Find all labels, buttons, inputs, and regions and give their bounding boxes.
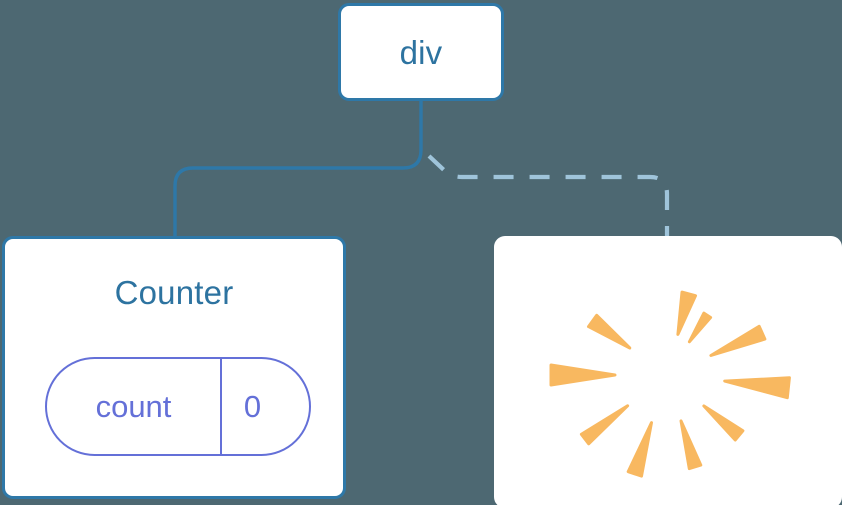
sparkle-ray-1 [687, 311, 713, 344]
edge-div-to-counter [173, 99, 423, 240]
sparkle-ray-4 [702, 404, 745, 442]
node-div[interactable]: div [338, 3, 504, 101]
state-pill-count[interactable]: count 0 [45, 357, 311, 456]
edge-div-to-sparkle [427, 154, 670, 238]
sparkle-ray-2 [709, 324, 767, 357]
sparkle-burst-icon [549, 290, 791, 478]
node-sparkle[interactable] [494, 236, 842, 505]
state-value-label: 0 [243, 389, 262, 424]
sparkle-ray-3 [723, 376, 791, 400]
node-counter-title: Counter [114, 274, 234, 311]
sparkle-ray-8 [549, 363, 617, 387]
node-counter[interactable]: Counter count 0 [2, 236, 346, 499]
node-div-title: div [399, 33, 443, 71]
state-key-label: count [47, 359, 222, 454]
sparkle-ray-5 [679, 419, 703, 471]
sparkle-ray-7 [579, 404, 630, 446]
sparkle-ray-6 [626, 421, 653, 478]
sparkle-ray-0 [676, 290, 697, 336]
sparkle-ray-9 [587, 313, 632, 350]
